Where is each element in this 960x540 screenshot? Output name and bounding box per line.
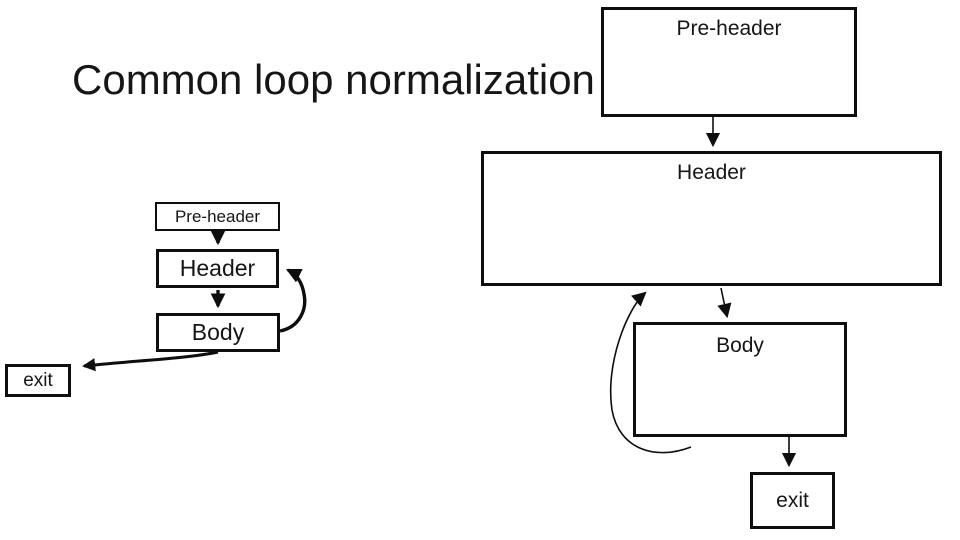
left-node-exit: exit — [5, 364, 71, 397]
left-node-pre-header: Pre-header — [155, 202, 280, 231]
right-node-header: Header — [481, 151, 942, 286]
left-arrow-body-to-header-backedge — [279, 268, 307, 333]
right-node-pre-header: Pre-header — [601, 7, 857, 117]
right-node-exit: exit — [750, 472, 835, 529]
slide-title: Common loop normalization — [72, 56, 595, 103]
left-node-body: Body — [156, 313, 280, 352]
left-arrow-body-to-exit — [82, 350, 219, 372]
right-node-body: Body — [633, 322, 847, 437]
right-arrow-header-to-body — [717, 287, 732, 319]
left-node-header: Header — [156, 249, 279, 288]
